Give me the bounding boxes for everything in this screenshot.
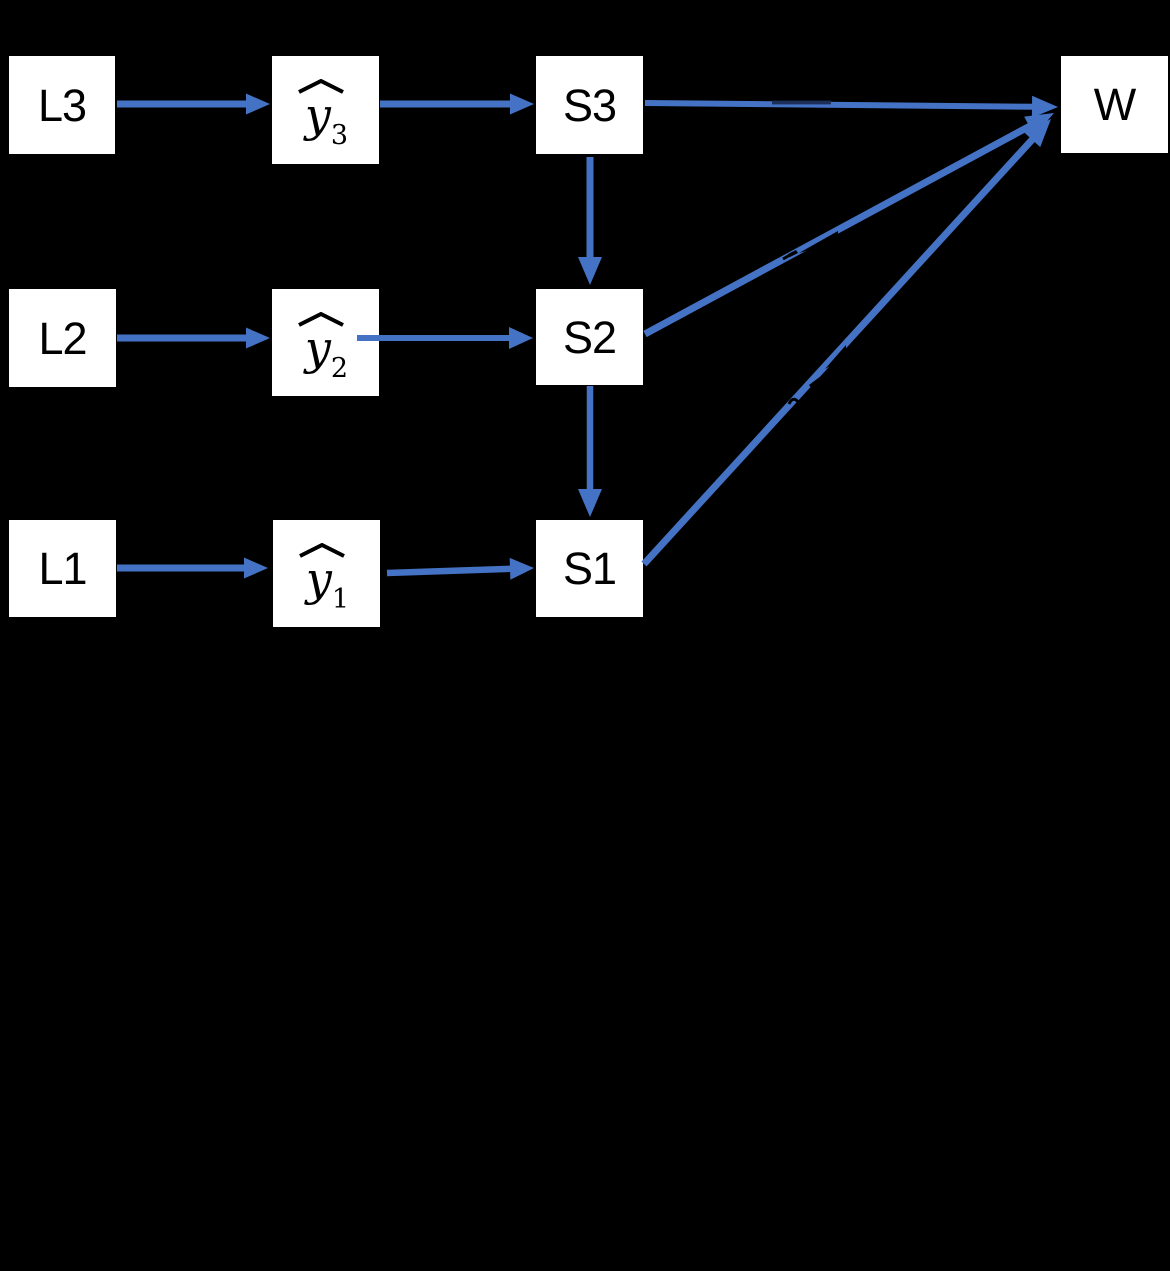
node-L3: L3: [9, 56, 115, 154]
edge-y1-hat-to-S1: [386, 557, 534, 580]
edge-L3-to-y3-hat: [117, 93, 270, 115]
arrowhead: [578, 489, 602, 517]
occlusion-artifacts: [772, 100, 846, 406]
arrowhead: [246, 327, 270, 349]
node-L1-label: L1: [38, 543, 87, 594]
arrowhead: [1024, 113, 1054, 136]
edge-L1-to-y1-hat: [117, 557, 268, 579]
edge-S2-to-W: [643, 113, 1054, 338]
y1-base: y: [305, 551, 332, 606]
arrowhead: [246, 93, 270, 115]
edge-S3-to-W: [644, 95, 1058, 118]
node-L3-label: L3: [37, 79, 87, 131]
y3-base: y: [304, 88, 331, 142]
arrowhead: [509, 557, 534, 580]
node-S3-label: S3: [562, 79, 617, 131]
notch-artifact: [782, 253, 791, 261]
y2-hat-glyph: y2: [298, 311, 348, 382]
arrowhead: [1023, 119, 1051, 148]
notch-artifact: [788, 250, 798, 257]
arrowhead: [244, 557, 268, 579]
navy-bar-artifact: [772, 100, 831, 105]
edge-S1-to-W: [641, 119, 1051, 567]
edge-L2-to-y2-hat: [117, 327, 270, 349]
y3-subscript: 3: [330, 120, 348, 151]
notch-artifact: [787, 397, 808, 406]
node-S1-label: S1: [562, 543, 617, 594]
edge-S3-to-S2: [578, 157, 602, 285]
y3-hat-glyph: y3: [298, 79, 348, 149]
notch-artifact: [825, 345, 846, 369]
node-S2-label: S2: [562, 311, 617, 363]
hat-accent-icon: [299, 542, 345, 558]
y2-base: y: [304, 320, 331, 375]
edge-y2-hat-to-S2: [357, 327, 533, 349]
node-L2: L2: [9, 289, 116, 387]
node-L1: L1: [9, 520, 116, 617]
y2-subscript: 2: [330, 352, 348, 384]
notch-artifact: [809, 376, 824, 389]
arrowhead: [510, 93, 534, 115]
notch-artifact: [799, 231, 838, 253]
y1-hat-glyph: y1: [299, 542, 349, 613]
node-y3-hat: y3: [272, 56, 379, 164]
node-y1-hat: y1: [273, 520, 380, 627]
edge-y3-hat-to-S3: [380, 93, 534, 115]
arrowhead: [509, 327, 533, 349]
edge-S2-to-S1: [578, 386, 602, 517]
hat-accent-icon: [298, 79, 344, 94]
y1-subscript: 1: [331, 583, 349, 615]
node-W-label: W: [1093, 79, 1136, 130]
node-S2: S2: [536, 289, 643, 385]
node-W: W: [1061, 56, 1168, 153]
node-S1: S1: [536, 520, 643, 617]
arrowhead: [1031, 95, 1058, 118]
hat-accent-icon: [298, 311, 344, 327]
node-L2-label: L2: [38, 312, 87, 364]
node-S3: S3: [536, 56, 643, 154]
node-y2-hat: y2: [272, 289, 379, 396]
arrowhead: [578, 257, 602, 285]
